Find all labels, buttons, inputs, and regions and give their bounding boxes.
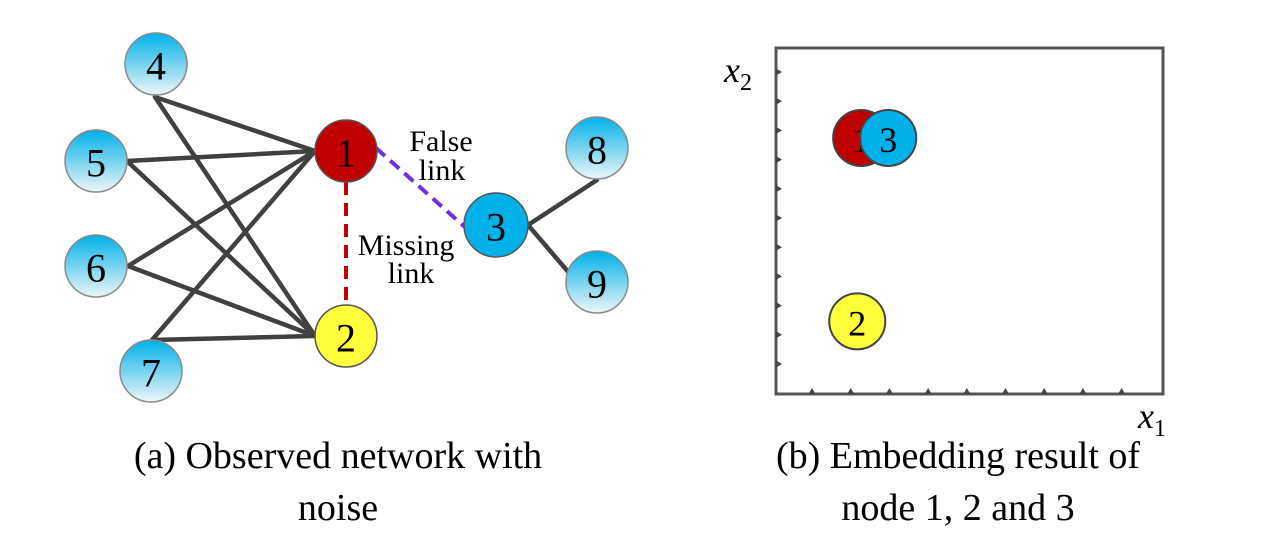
caption-b: (b) Embedding result of node 1, 2 and 3 [776,435,1140,529]
x-tick [885,388,893,394]
x-axis-label: x1 [1137,396,1166,442]
edge-3-8 [525,177,600,228]
node-circle [124,32,188,96]
node-5: 5 [64,129,128,193]
x-tick [847,388,855,394]
y-tick [776,360,782,368]
node-4: 4 [124,32,188,96]
x-tick [963,388,971,394]
caption-b-line2: node 1, 2 and 3 [841,487,1074,529]
node-circle [64,129,128,193]
node-7: 7 [119,339,183,403]
node-1: 1 [314,119,378,183]
node-6: 6 [64,234,128,298]
edge-3-9 [525,222,573,277]
node-2: 2 [314,304,378,368]
x-tick [924,388,932,394]
y-tick [776,185,782,193]
node-label: 4 [146,44,166,89]
caption-a-line1: (a) Observed network with [134,435,542,477]
embedding-point-circle [859,108,918,167]
x-tick [1040,388,1048,394]
embedding-point-2: 2 [828,292,887,351]
y-tick [776,214,782,222]
embedding-points: 132 [828,108,918,351]
edge-4-1 [152,94,318,154]
node-circle [565,250,629,314]
observed-network-panel: 1 2 3 4 5 6 7 8 9 False link Missing link (a) Ob… [64,32,629,529]
edge-6-1 [125,148,318,269]
node-label: 7 [141,351,161,396]
edge-6-2 [125,263,318,339]
node-label: 5 [86,141,106,186]
y-axis-label: x2 [723,50,752,96]
node-circle [119,339,183,403]
y-tick [776,126,782,134]
caption-b-line1: (b) Embedding result of [776,435,1140,477]
edge-7-2 [149,333,318,343]
node-label: 1 [336,131,356,176]
node-label: 8 [587,128,607,173]
edge-5-2 [124,158,318,339]
node-8: 8 [565,116,629,180]
embedding-point-label: 2 [848,303,866,343]
node-circle [314,119,378,183]
embedding-panel: 132 x2 x1 (b) Embedding result of node 1… [723,46,1166,529]
false-link-annotation: False link [409,125,472,187]
y-tick [776,272,782,280]
y-tick [776,68,782,76]
axis-ticks [776,68,1126,394]
node-circle [463,192,529,258]
y-tick [776,243,782,251]
missing-link-annotation: Missing link [358,229,455,290]
false-link-label-line1: False [409,125,472,158]
y-tick [776,97,782,105]
missing-link-label-line1: Missing [358,229,455,262]
x-tick [1002,388,1009,394]
x-tick [808,388,816,394]
x-tick [1118,388,1126,394]
network-edges [124,94,600,343]
x-tick [1079,388,1087,394]
edge-7-1 [149,148,318,343]
embedding-point-3: 3 [859,108,918,167]
embedding-point-label: 3 [879,120,897,160]
plot-frame [774,46,1165,396]
node-9: 9 [565,250,629,314]
embedding-point-circle [828,292,887,351]
missing-link-label-line2: link [388,257,435,290]
node-label: 9 [587,262,607,307]
y-tick [776,331,782,339]
edge-5-1 [124,148,318,164]
caption-a: (a) Observed network with noise [134,435,542,529]
y-tick [776,302,782,310]
caption-a-line2: noise [298,487,378,529]
node-3: 3 [463,192,529,258]
network-nodes: 1 2 3 4 5 6 7 8 9 [64,32,629,403]
node-circle [314,304,378,368]
false-link-label-line2: link [419,154,466,187]
node-label: 3 [486,205,506,250]
y-tick [776,156,782,164]
node-label: 6 [86,246,106,291]
node-circle [64,234,128,298]
false-link-edge [374,146,468,230]
edge-4-2 [152,94,318,339]
node-label: 2 [336,316,356,361]
node-circle [565,116,629,180]
